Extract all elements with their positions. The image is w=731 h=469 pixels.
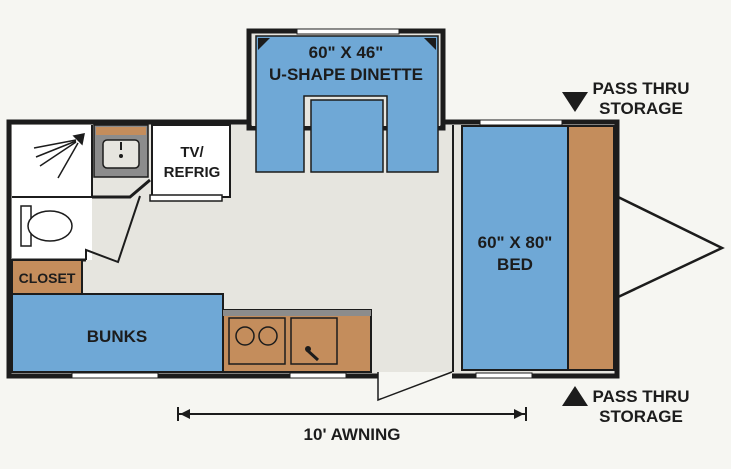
pass-thru-top-line2: STORAGE — [599, 99, 683, 118]
closet — [11, 259, 83, 295]
bathroom-door — [85, 195, 141, 264]
awning-label: 10' AWNING — [304, 425, 401, 444]
window-bed-top — [479, 119, 563, 126]
pass-thru-storage — [567, 125, 615, 371]
tv-refrig-base — [149, 194, 223, 202]
u-shape-dinette — [255, 35, 439, 173]
dinette-label: U-SHAPE DINETTE — [269, 65, 423, 84]
window-bed-bottom — [475, 372, 533, 379]
bath-vanity-wood — [96, 127, 146, 135]
toilet-icon — [20, 205, 73, 247]
awning-arrow-left — [180, 409, 190, 419]
faucet-icon — [290, 317, 338, 365]
bathroom-wall — [92, 178, 151, 199]
dinette-corner-icon-right — [424, 38, 436, 50]
pass-thru-bottom-line2: STORAGE — [599, 407, 683, 426]
triangle-up-icon — [562, 386, 588, 406]
stove-burners-icon — [228, 317, 286, 365]
window-kitchen — [289, 372, 347, 379]
tv-refrig — [151, 124, 231, 198]
awning-arrow-right — [514, 409, 524, 419]
counter-top-edge — [223, 310, 371, 316]
pass-thru-bottom-line1: PASS THRU — [593, 387, 690, 406]
dinette-table — [310, 99, 384, 173]
closet-label: CLOSET — [19, 270, 76, 286]
bed-label: BED — [497, 255, 533, 274]
window-bunks — [71, 372, 159, 379]
dinette-corner-icon-left — [258, 38, 270, 50]
awning-dimension-line — [177, 407, 527, 421]
triangle-down-icon — [562, 92, 588, 112]
shower-head-icon — [33, 133, 85, 179]
bunks-label: BUNKS — [87, 327, 147, 346]
sink-drain — [119, 154, 123, 158]
bunks — [11, 293, 224, 373]
bed-size-label: 60" X 80" — [478, 233, 553, 252]
tv-refrig-label-line2: REFRIG — [164, 164, 221, 181]
entry-door-gap — [378, 372, 452, 379]
pass-thru-top-line1: PASS THRU — [593, 79, 690, 98]
window-dinette — [296, 28, 400, 35]
entry-door — [377, 371, 453, 402]
dinette-size-label: 60" X 46" — [309, 43, 384, 62]
tv-refrig-label-line1: TV/ — [180, 144, 204, 161]
trailer-hitch — [615, 194, 725, 300]
